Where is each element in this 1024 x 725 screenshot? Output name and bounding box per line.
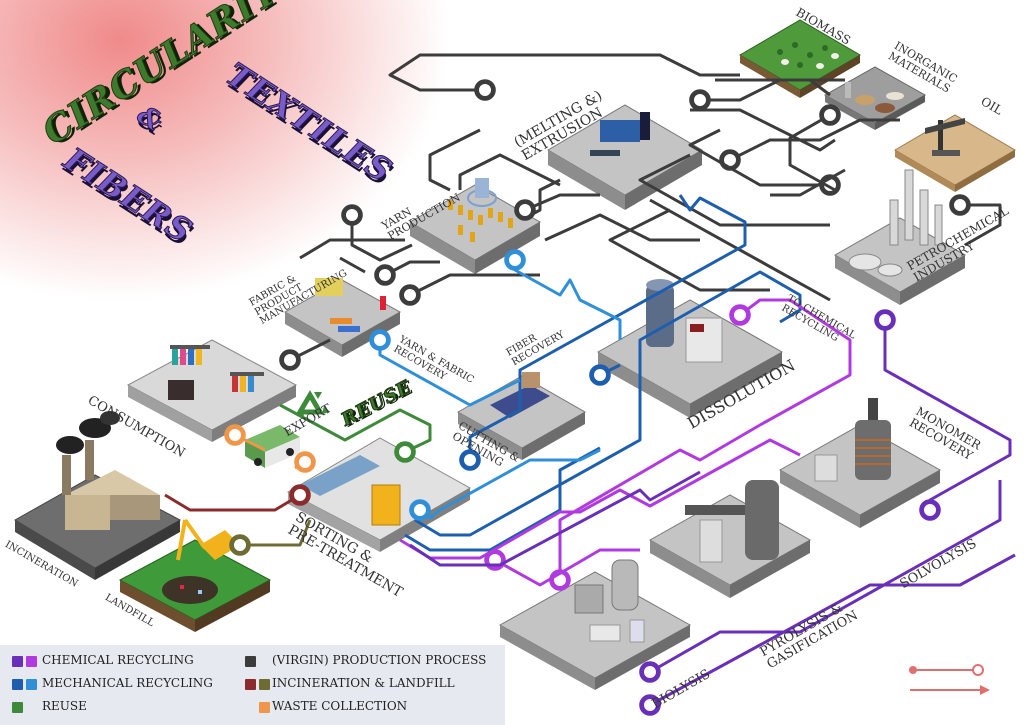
legend-swatch-landfill [259, 679, 270, 690]
legend-swatch-chemical-b [26, 656, 37, 667]
production-pipes [279, 53, 1002, 371]
legend-reuse: REUSE [42, 699, 87, 713]
biolysis-platform [498, 559, 692, 690]
legend-waste-collection: WASTE COLLECTION [272, 699, 408, 713]
legend-swatch-production [245, 656, 256, 667]
legend-swatch-chemical-a [12, 656, 23, 667]
consumption-platform [126, 339, 298, 442]
legend-arrows [909, 664, 990, 695]
yarn-platform [408, 178, 542, 274]
legend-production: (VIRGIN) PRODUCTION PROCESS [272, 653, 487, 667]
legend-swatch-incineration [245, 679, 256, 690]
recycle-symbol [295, 390, 330, 416]
legend: CHEMICAL RECYCLING MECHANICAL RECYCLING … [0, 645, 505, 725]
pyrolysis-platform [648, 480, 812, 598]
incineration-platform [14, 411, 182, 580]
legend-swatch-reuse [12, 702, 23, 713]
legend-swatch-waste [259, 702, 270, 713]
disposal-pipes [164, 484, 312, 556]
waste-pipes [224, 424, 316, 473]
reuse-pipes [279, 403, 432, 463]
legend-mechanical: MECHANICAL RECYCLING [42, 676, 213, 690]
legend-swatch-mechanical-a [12, 679, 23, 690]
extrusion-platform [547, 104, 703, 210]
legend-incineration-landfill: INCINERATION & LANDFILL [272, 676, 455, 690]
chemical-pipes [399, 298, 1016, 716]
oil-platform [894, 114, 1016, 192]
biomass-platform [739, 19, 861, 98]
legend-chemical: CHEMICAL RECYCLING [42, 653, 194, 667]
legend-swatch-mechanical-b [26, 679, 37, 690]
petrochemical-platform [833, 169, 967, 305]
